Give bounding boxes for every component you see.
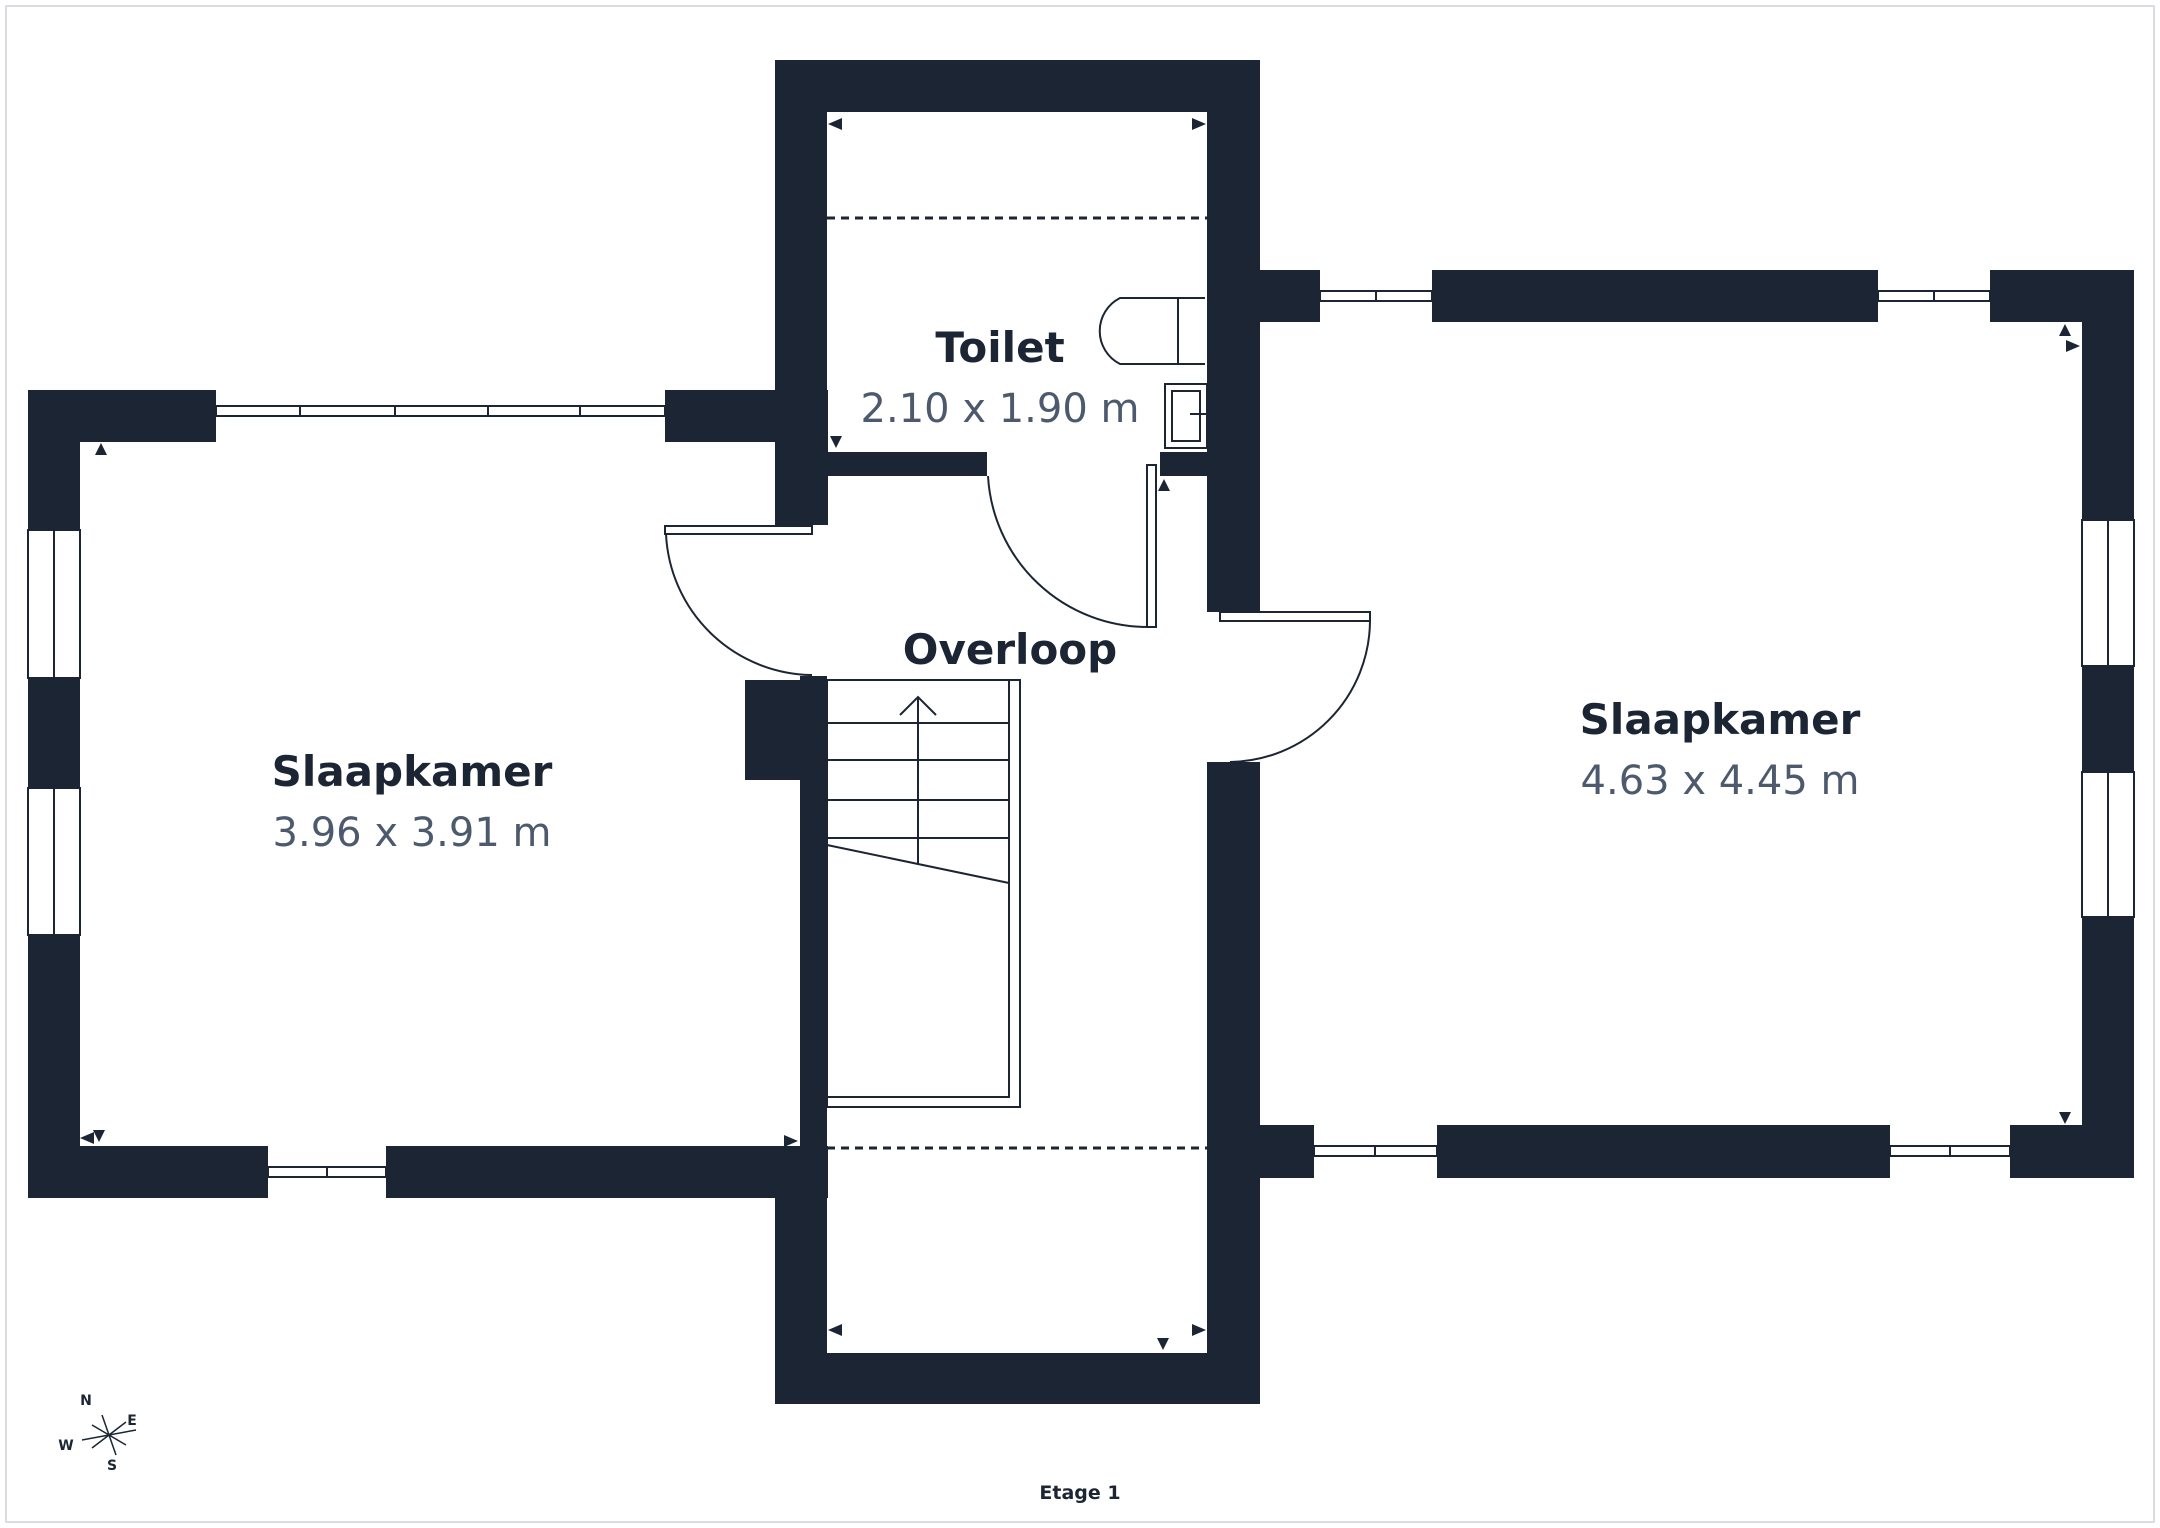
room-name: Toilet (935, 323, 1064, 372)
compass-north: N (80, 1393, 92, 1409)
room-slaapkamer-right: Slaapkamer 4.63 x 4.45 m (1580, 695, 1861, 804)
room-slaapkamer-left: Slaapkamer 3.96 x 3.91 m (272, 747, 553, 856)
floor-label: Etage 1 (1039, 1482, 1120, 1504)
room-name: Slaapkamer (1580, 695, 1861, 744)
compass-west: W (58, 1438, 73, 1454)
compass-east: E (127, 1413, 137, 1429)
staircase (826, 679, 1021, 1108)
toilet-fixture-icon (1098, 297, 1205, 365)
room-overloop: Overloop (903, 625, 1117, 674)
room-dimensions: 2.10 x 1.90 m (861, 386, 1140, 432)
compass-south: S (107, 1458, 117, 1474)
windows (27, 290, 2135, 1178)
room-name: Slaapkamer (272, 747, 553, 796)
room-name: Overloop (903, 625, 1117, 674)
walls (28, 60, 2134, 1404)
room-toilet: Toilet 2.10 x 1.90 m (861, 323, 1140, 432)
dimension-markers (80, 118, 2080, 1350)
compass-icon: N E S W (58, 1393, 137, 1474)
room-dimensions: 4.63 x 4.45 m (1581, 758, 1860, 804)
sink-icon (1164, 383, 1210, 449)
page-border (5, 5, 2155, 1523)
room-dimensions: 3.96 x 3.91 m (273, 810, 552, 856)
doors (664, 464, 1371, 763)
